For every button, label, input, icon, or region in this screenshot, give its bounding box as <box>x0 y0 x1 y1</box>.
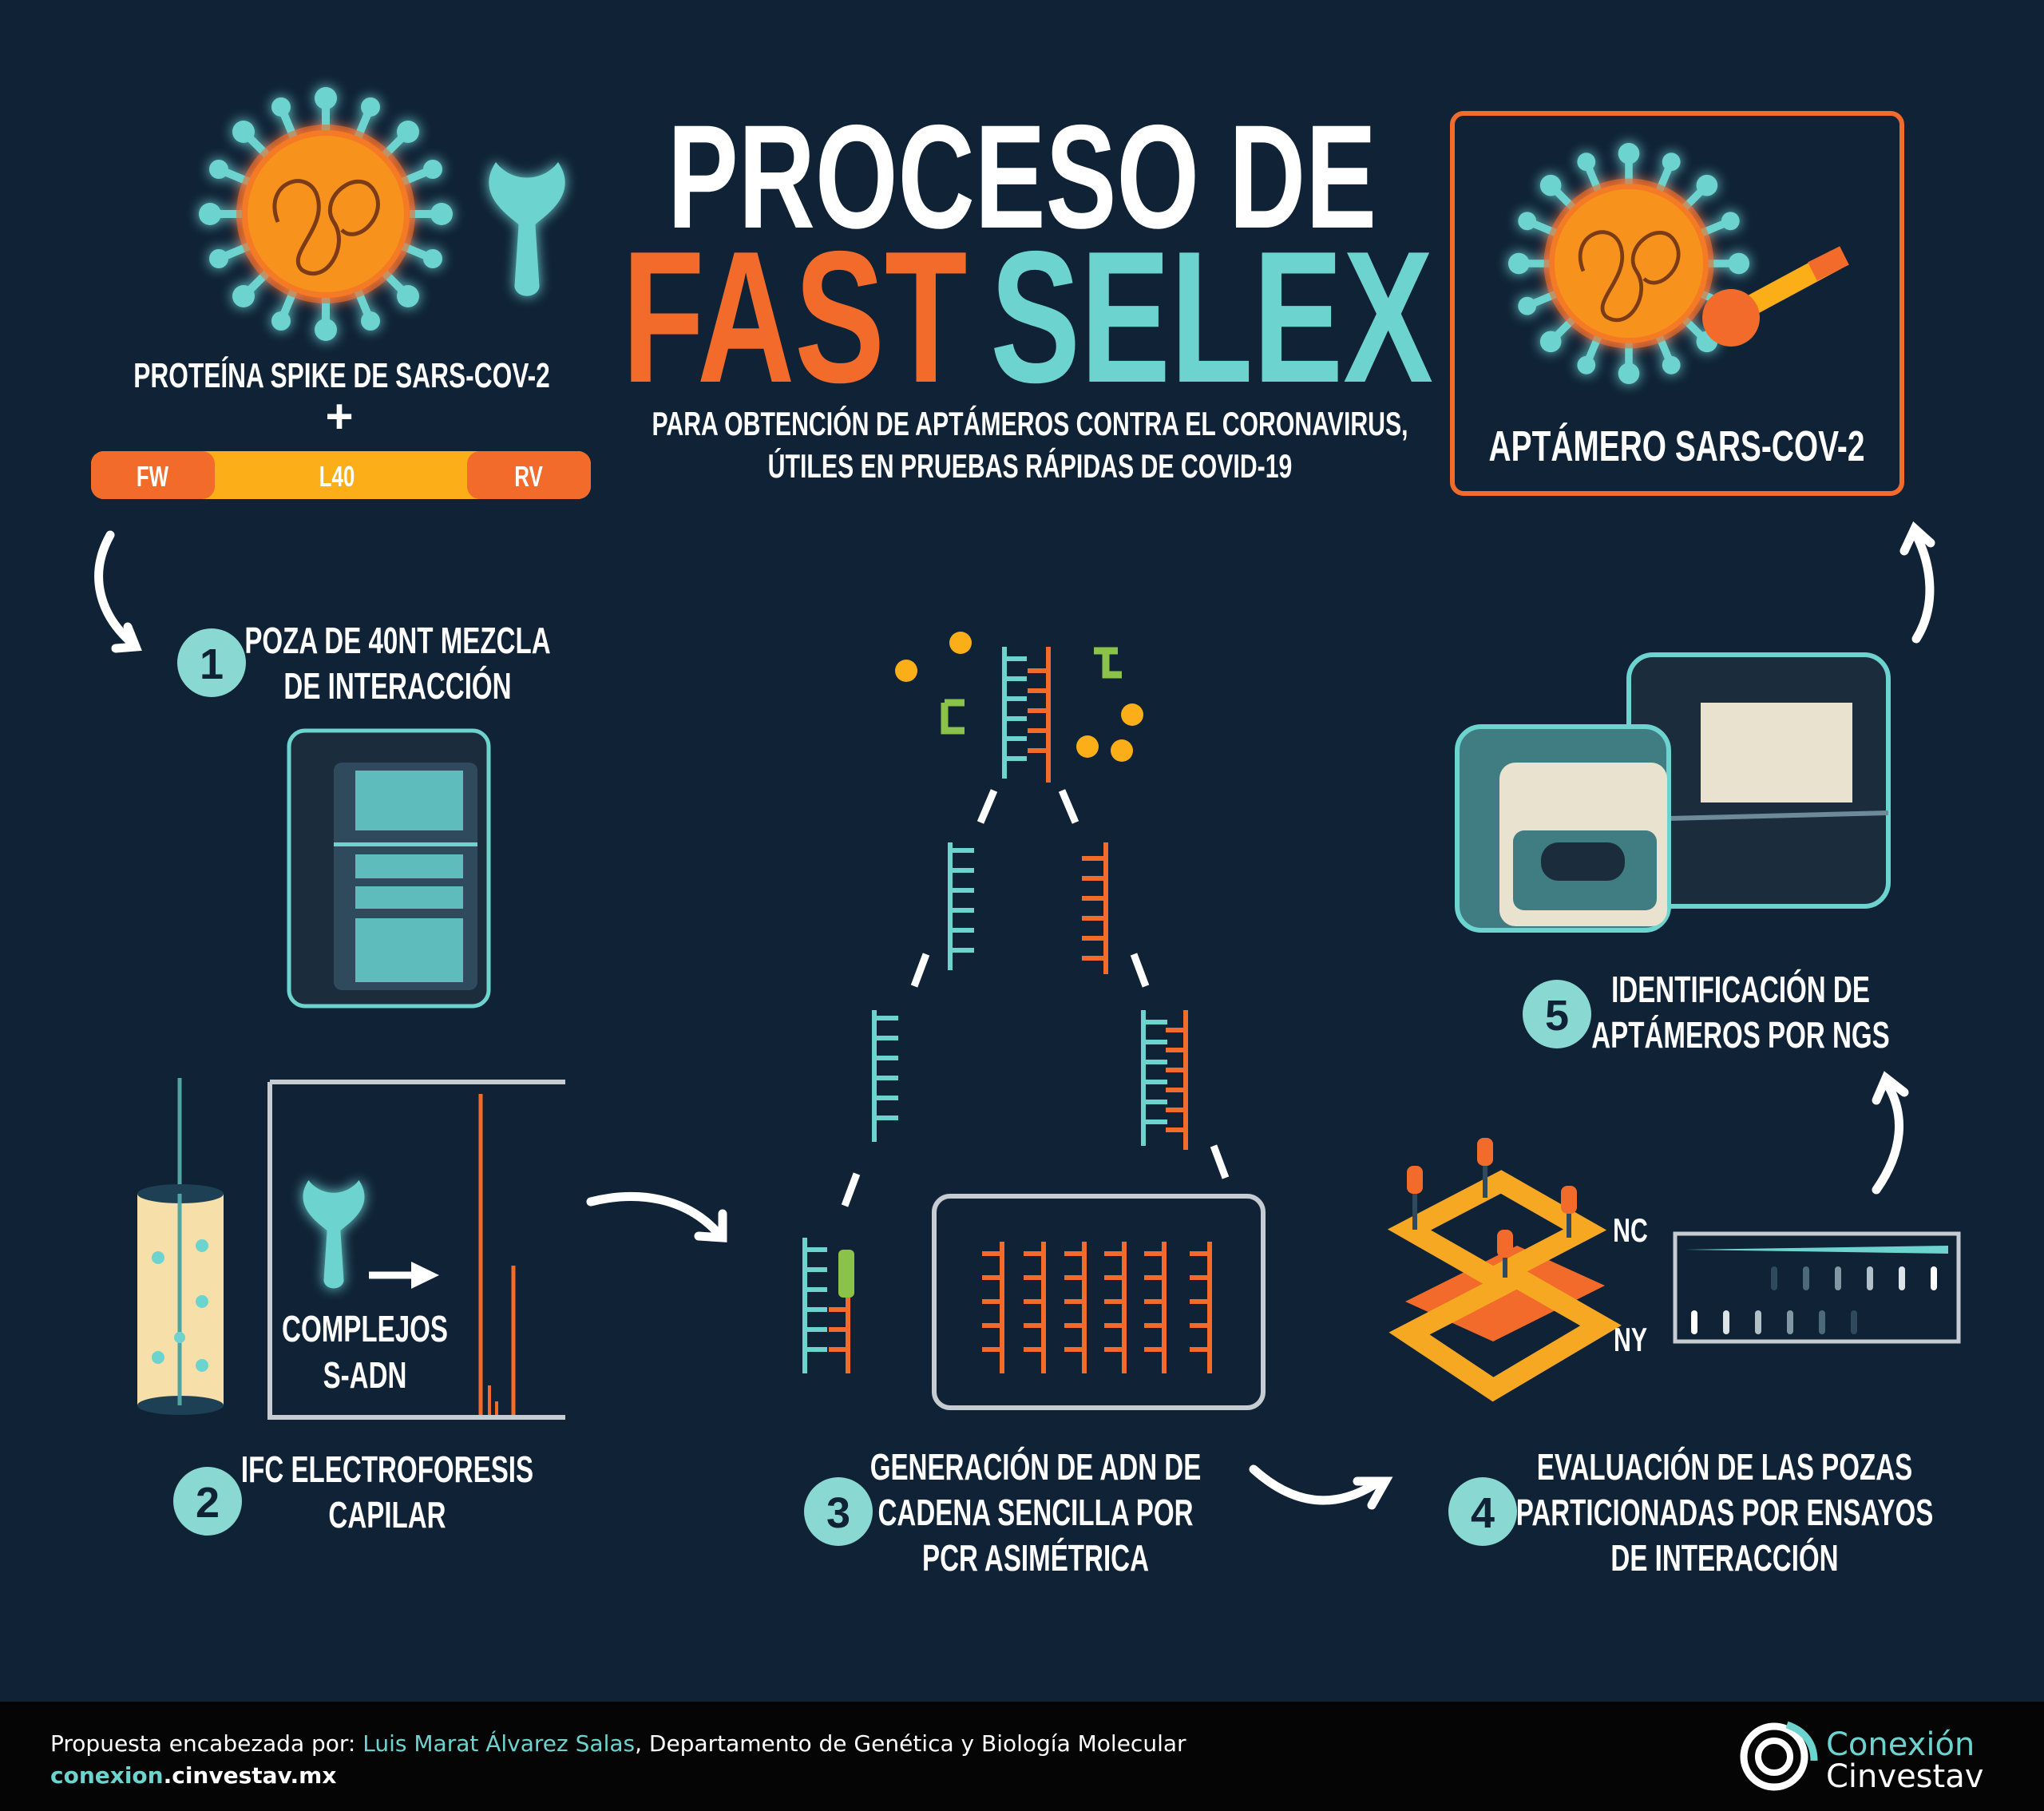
bar-l40: L40 <box>319 461 355 493</box>
step-4: 4 EVALUACIÓN DE LAS POZAS PARTICIONADAS … <box>1448 1446 1933 1579</box>
logo-line2: Cinvestav <box>1826 1758 1983 1795</box>
step-number: 2 <box>196 1479 220 1527</box>
subtitle-line1: PARA OBTENCIÓN DE APTÁMEROS CONTRA EL CO… <box>652 404 1408 442</box>
author-name: Luis Marat Álvarez Salas <box>362 1730 635 1757</box>
flow-arrows <box>94 521 1935 1510</box>
title-line1: PROCESO DE <box>667 95 1377 260</box>
step-text: PARTICIONADAS POR ENSAYOS <box>1516 1493 1934 1533</box>
step-number: 4 <box>1471 1489 1495 1537</box>
ny-label: NY <box>1614 1321 1647 1358</box>
pcr-diagram <box>802 632 1266 1410</box>
virus-icon <box>199 87 453 341</box>
step-text: DE INTERACCIÓN <box>1610 1537 1838 1579</box>
step-text: PCR ASIMÉTRICA <box>922 1538 1149 1579</box>
step-1: 1 POZA DE 40NT MEZCLA DE INTERACCIÓN <box>177 621 551 707</box>
step-2: 2 IFC ELECTROFORESIS CAPILAR <box>173 1450 533 1536</box>
logo-line1: Conexión <box>1826 1726 1975 1763</box>
step-text: IDENTIFICACIÓN DE <box>1611 969 1870 1011</box>
complejos-label: COMPLEJOS <box>282 1310 448 1349</box>
arrow-icon <box>94 530 137 648</box>
title-selex: SELEX <box>990 213 1433 422</box>
footer: Propuesta encabezada por: Luis Marat Álv… <box>0 1702 2044 1811</box>
bar-fw: FW <box>137 461 169 493</box>
footer-credit: Propuesta encabezada por: Luis Marat Álv… <box>50 1730 1186 1757</box>
partition-plates-illustration: NC NY <box>1387 1138 1961 1402</box>
step-number: 3 <box>826 1489 850 1537</box>
footer-url[interactable]: conexion.cinvestav.mx <box>50 1762 336 1789</box>
sequencer-illustration <box>1455 652 1891 933</box>
step-text: CADENA SENCILLA POR <box>878 1493 1194 1533</box>
result-label: APTÁMERO SARS-COV-2 <box>1489 422 1865 470</box>
sadn-label: S-ADN <box>323 1356 407 1396</box>
step-number: 1 <box>200 640 224 688</box>
nc-label: NC <box>1613 1211 1648 1249</box>
step-text: APTÁMEROS POR NGS <box>1591 1015 1890 1056</box>
aptamer-bound-icon <box>1702 246 1849 347</box>
result-box: APTÁMERO SARS-COV-2 <box>1450 111 1904 496</box>
capillary-illustration <box>137 1078 224 1415</box>
conexion-logo-icon <box>1740 1721 1818 1791</box>
electropherogram: COMPLEJOS S-ADN <box>267 1080 565 1420</box>
step-text: DE INTERACCIÓN <box>283 665 511 707</box>
step-text: IFC ELECTROFORESIS <box>241 1450 533 1490</box>
title-fast: FAST <box>622 213 967 422</box>
subtitle-line2: ÚTILES EN PRUEBAS RÁPIDAS DE COVID-19 <box>768 446 1293 485</box>
step-text: CAPILAR <box>328 1496 446 1536</box>
step-number: 5 <box>1545 992 1569 1040</box>
incubator-illustration <box>287 728 491 1009</box>
step-5: 5 IDENTIFICACIÓN DE APTÁMEROS POR NGS <box>1523 969 1890 1056</box>
step-3: 3 GENERACIÓN DE ADN DE CADENA SENCILLA P… <box>804 1446 1201 1579</box>
protein-label: PROTEÍNA SPIKE DE SARS-COV-2 <box>133 355 550 395</box>
step-text: GENERACIÓN DE ADN DE <box>870 1446 1202 1488</box>
plus-sign: + <box>325 390 353 443</box>
primer-bar: FW L40 RV <box>91 451 591 499</box>
bar-rv: RV <box>514 461 543 493</box>
arrow-head-icon <box>111 622 142 653</box>
step-text: EVALUACIÓN DE LAS POZAS <box>1537 1446 1912 1488</box>
step-text: POZA DE 40NT MEZCLA <box>244 621 550 661</box>
